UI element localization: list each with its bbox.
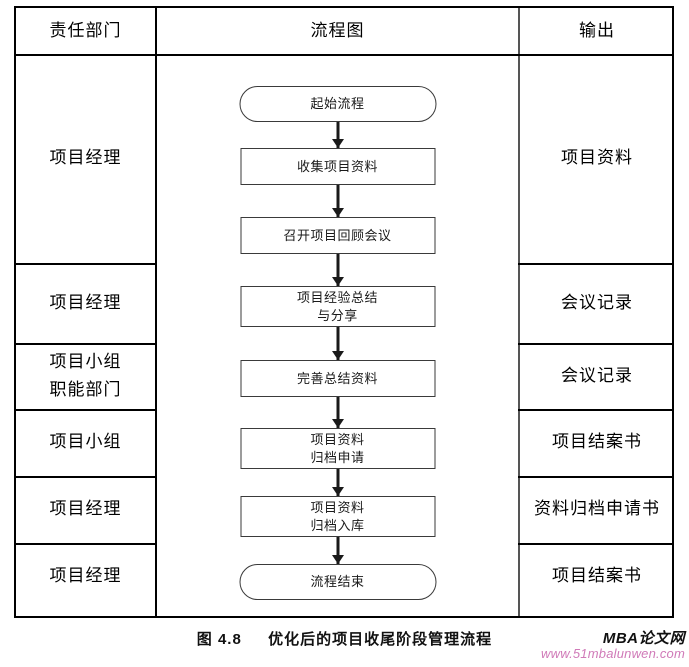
flow-arrowhead-2	[331, 208, 344, 217]
watermark-brand: MBA论文网	[602, 630, 685, 647]
cell-output-4-text: 项目结案书	[552, 432, 642, 452]
flow-node-improve-summary[interactable]: 完善总结资料	[240, 360, 435, 397]
flow-node-review-meeting-label: 召开项目回顾会议	[283, 227, 392, 243]
flow-node-end[interactable]: 流程结束	[239, 564, 436, 600]
row-separator-right-3	[518, 409, 674, 411]
header-responsible-department: 责任部门	[49, 20, 122, 40]
flow-connector-1	[336, 122, 339, 148]
column-divider-left	[155, 8, 157, 616]
cell-output-1-text: 项目资料	[561, 148, 633, 168]
cell-responsible-6-line1: 项目经理	[49, 566, 122, 586]
cell-output-4: 项目结案书	[520, 409, 674, 476]
flow-arrowhead-6	[331, 487, 344, 496]
flow-node-collect-materials[interactable]: 收集项目资料	[240, 148, 435, 185]
flow-node-improve-summary-label: 完善总结资料	[296, 370, 378, 386]
flow-connector-6	[336, 469, 339, 496]
flow-connector-2	[336, 185, 339, 217]
flow-node-experience-summary[interactable]: 项目经验总结 与分享	[240, 286, 435, 327]
flow-node-experience-summary-line2: 与分享	[317, 307, 358, 323]
flow-arrowhead-4	[331, 351, 344, 360]
header-output: 输出	[579, 20, 615, 40]
cell-output-3-text: 会议记录	[561, 365, 633, 385]
flowchart-canvas: 起始流程 收集项目资料 召开项目回顾会议 项目经验总结 与分享 完善总结资料	[157, 8, 518, 616]
flow-node-end-label: 流程结束	[310, 574, 365, 590]
cell-output-1: 项目资料	[520, 54, 674, 263]
cell-responsible-6: 项目经理	[16, 543, 155, 610]
figure-caption: 图 4.8 优化后的项目收尾阶段管理流程	[0, 628, 689, 649]
flow-arrowhead-1	[331, 139, 344, 148]
cell-output-6-text: 项目结案书	[552, 566, 642, 586]
row-separator-left-1	[16, 263, 157, 265]
figure-caption-text: 优化后的项目收尾阶段管理流程	[268, 631, 493, 648]
flow-connector-7	[336, 537, 339, 564]
flow-node-start-label: 起始流程	[310, 96, 365, 112]
flow-node-archive-request-line1: 项目资料	[310, 432, 365, 448]
row-separator-left-5	[16, 543, 157, 545]
flow-node-archive-request[interactable]: 项目资料 归档申请	[240, 428, 435, 469]
header-flowchart: 流程图	[310, 20, 365, 40]
cell-responsible-5: 项目经理	[16, 476, 155, 543]
flow-connector-4	[336, 327, 339, 360]
cell-output-5-text: 资料归档申请书	[534, 499, 660, 519]
figure-caption-number: 图 4.8	[196, 631, 242, 648]
flow-arrowhead-5	[331, 419, 344, 428]
cell-responsible-3-line1: 项目小组	[49, 351, 122, 371]
watermark-url: www.51mbalunwen.com	[541, 646, 685, 662]
row-separator-right-4	[518, 476, 674, 478]
cell-output-5: 资料归档申请书	[520, 476, 674, 543]
row-separator-right-2	[518, 343, 674, 345]
flow-node-archive-request-line2: 归档申请	[310, 449, 365, 465]
cell-responsible-3-line2: 职能部门	[49, 380, 122, 399]
flow-node-archive-storage-line1: 项目资料	[310, 500, 365, 516]
flow-node-archive-storage-line2: 归档入库	[310, 517, 365, 533]
flow-arrowhead-3	[331, 277, 344, 286]
row-separator-right-5	[518, 543, 674, 545]
flow-node-review-meeting[interactable]: 召开项目回顾会议	[240, 217, 435, 254]
cell-output-6: 项目结案书	[520, 543, 674, 610]
flow-arrowhead-7	[331, 555, 344, 564]
row-separator-left-3	[16, 409, 157, 411]
flow-connector-3	[336, 254, 339, 286]
row-separator-left-4	[16, 476, 157, 478]
watermark: MBA论文网 www.51mbalunwen.com	[535, 630, 685, 662]
row-separator-right-1	[518, 263, 674, 265]
cell-output-2-text: 会议记录	[561, 292, 633, 312]
flow-node-collect-materials-label: 收集项目资料	[296, 158, 378, 174]
process-table: 责任部门 流程图 输出 项目经理 项目经理 项目小组 职能部门 项目小组 项目经…	[14, 6, 674, 618]
column-divider-right	[518, 8, 520, 616]
cell-output-2: 会议记录	[520, 263, 674, 343]
header-separator	[16, 54, 674, 56]
flow-connector-5	[336, 397, 339, 428]
flow-node-start[interactable]: 起始流程	[239, 86, 436, 122]
cell-responsible-1: 项目经理	[16, 54, 155, 263]
cell-responsible-4-line1: 项目小组	[49, 432, 122, 452]
row-separator-left-2	[16, 343, 157, 345]
flow-node-archive-storage[interactable]: 项目资料 归档入库	[240, 496, 435, 537]
cell-output-3: 会议记录	[520, 343, 674, 409]
cell-responsible-2: 项目经理	[16, 263, 155, 343]
cell-responsible-1-line1: 项目经理	[49, 148, 122, 168]
cell-responsible-5-line1: 项目经理	[49, 499, 122, 519]
cell-responsible-2-line1: 项目经理	[49, 292, 122, 312]
flow-node-experience-summary-line1: 项目经验总结	[296, 290, 378, 306]
cell-responsible-3: 项目小组 职能部门	[16, 343, 155, 409]
cell-responsible-4: 项目小组	[16, 409, 155, 476]
